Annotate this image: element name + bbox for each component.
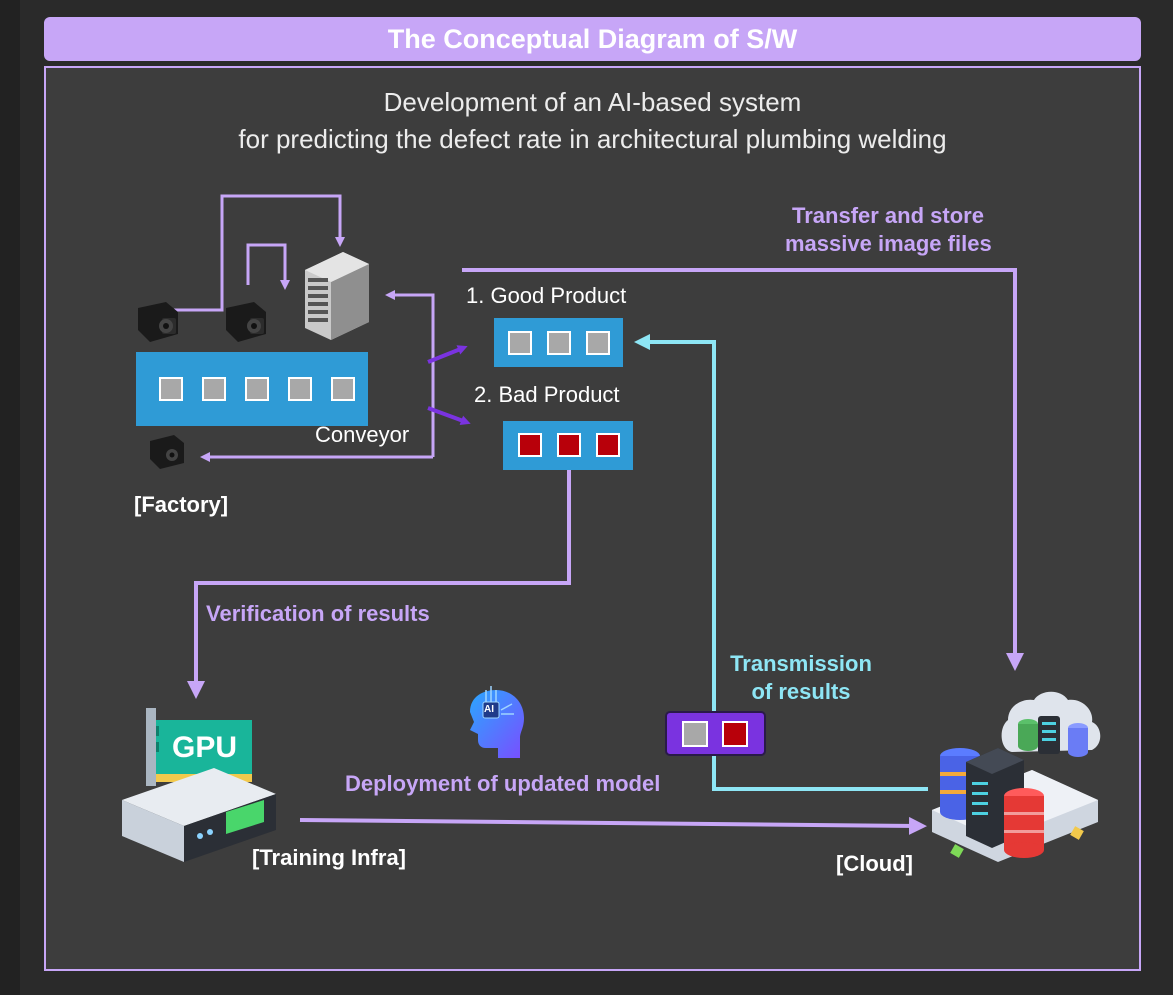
deployment-arrow: [299, 816, 927, 835]
diagram-title: The Conceptual Diagram of S/W: [44, 17, 1141, 61]
subtitle-line-1: Development of an AI-based system: [383, 87, 802, 117]
sorting-arrows: [200, 290, 435, 462]
results-packet: [665, 711, 766, 756]
gpu-text: GPU: [172, 731, 238, 764]
bad-product-label: 2. Bad Product: [474, 382, 620, 407]
camera-icon: [226, 302, 266, 342]
transfer-label-2: massive image files: [785, 231, 992, 256]
gpu-card-icon: [122, 708, 276, 862]
conveyor-belt: [136, 352, 368, 426]
verification-arrow: [187, 470, 571, 699]
transfer-label-1: Transfer and store: [792, 203, 984, 228]
subtitle-line-2: for predicting the defect rate in archit…: [238, 124, 947, 154]
camera-icon: [138, 302, 178, 342]
training-infra-label: [Training Infra]: [252, 845, 406, 870]
ai-head-icon: [470, 686, 524, 758]
transfer-arrow: [462, 268, 1024, 671]
cloud-database-icon: [932, 691, 1101, 862]
bad-product-box: [503, 421, 633, 470]
good-product-label: 1. Good Product: [466, 283, 627, 308]
left-strip: [0, 0, 20, 995]
factory-label: [Factory]: [134, 492, 229, 517]
camera-icon: [150, 435, 184, 469]
camera-feedback-arrows: [170, 194, 345, 312]
good-product-box: [494, 318, 623, 367]
ai-text: AI: [484, 704, 494, 715]
transmission-label-2: of results: [751, 679, 851, 704]
conveyor-label: Conveyor: [315, 422, 410, 447]
verification-label: Verification of results: [206, 601, 430, 626]
transmission-arrow: [634, 334, 928, 791]
cloud-label: [Cloud]: [836, 851, 913, 876]
transmission-label-1: Transmission: [730, 651, 872, 676]
split-arrows: [427, 345, 471, 425]
server-icon: [305, 252, 369, 340]
deployment-label: Deployment of updated model: [345, 771, 661, 796]
